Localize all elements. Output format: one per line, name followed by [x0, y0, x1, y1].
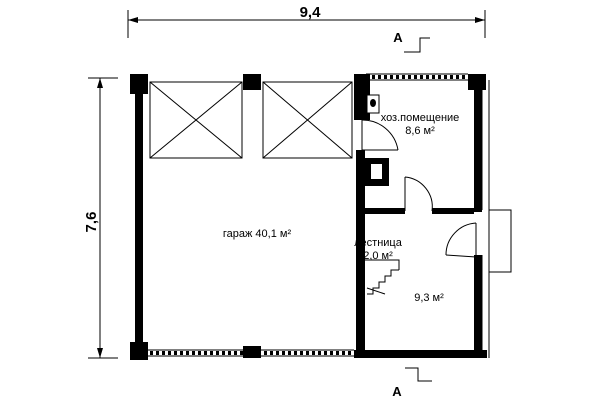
width-dimension: [127, 10, 486, 38]
door-entrance: [445, 222, 477, 258]
door-utility: [361, 119, 399, 151]
section-label-top: А: [393, 30, 403, 45]
width-dimension-label: 9,4: [300, 4, 322, 21]
room-label-garage: гараж 40,1 м²: [223, 228, 292, 240]
room-label-stair-name: лестница: [354, 237, 403, 249]
height-dimension-label: 7,6: [83, 212, 100, 233]
section-mark-top: [404, 37, 430, 53]
garage-door-left: [149, 81, 243, 159]
room-label-room-area: 9,3 м²: [414, 292, 444, 304]
room-label-stair-area: 2,0 м²: [363, 250, 393, 262]
entrance-porch: [488, 209, 512, 273]
section-label-bottom: А: [392, 384, 402, 399]
room-label-utility-name: хоз.помещение: [381, 112, 460, 124]
toilet-fixture: [366, 94, 380, 114]
height-dimension: [88, 77, 118, 359]
section-mark-bottom: [405, 367, 432, 382]
chimney-core: [371, 164, 382, 179]
garage-door-right: [262, 81, 353, 159]
room-label-utility-area: 8,6 м²: [405, 125, 435, 137]
walls: [130, 74, 487, 360]
door-stair: [404, 176, 433, 212]
stair: [365, 259, 400, 295]
